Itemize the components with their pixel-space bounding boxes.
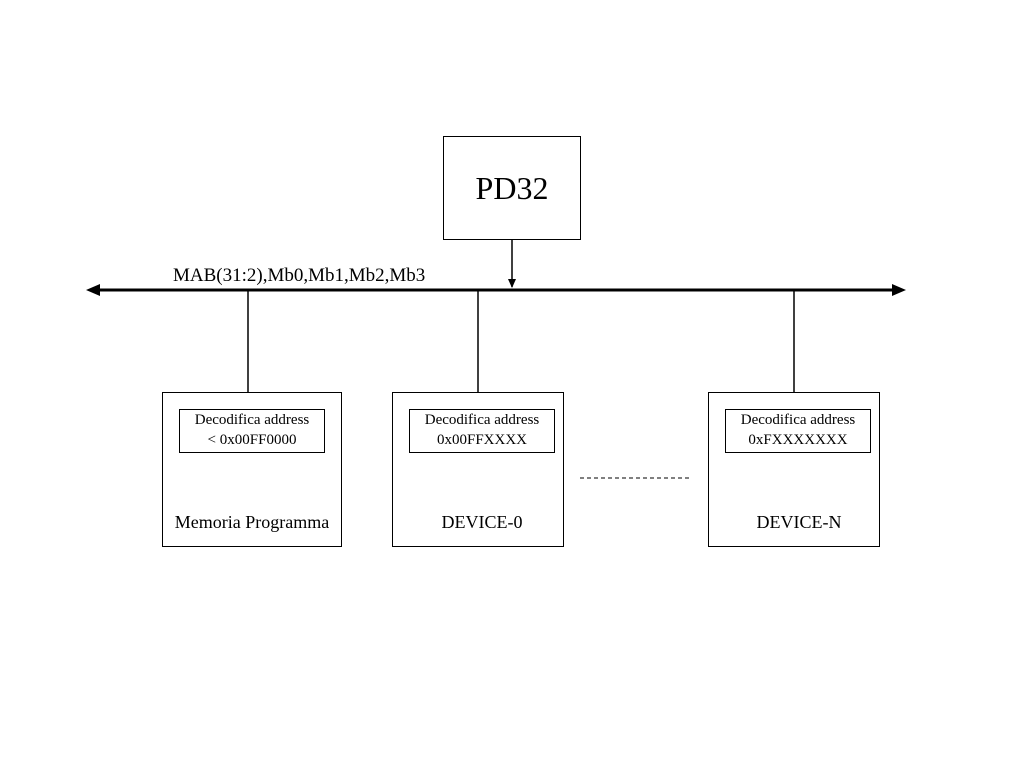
memory-unit-label: Memoria Programma bbox=[174, 512, 330, 532]
bus-label: MAB(31:2),Mb0,Mb1,Mb2,Mb3 bbox=[173, 265, 426, 286]
decoder-title: Decodifica address bbox=[740, 412, 856, 428]
device0-address-decoder: Decodifica address 0x00FFXXXX bbox=[409, 409, 555, 453]
decoder-range: 0xFXXXXXXX bbox=[748, 432, 848, 448]
device0-unit-label: DEVICE-0 bbox=[441, 512, 523, 532]
deviceN-address-decoder: Decodifica address 0xFXXXXXXX bbox=[725, 409, 871, 453]
bus-left-arrowhead bbox=[86, 284, 100, 296]
decoder-title: Decodifica address bbox=[194, 412, 310, 428]
decoder-title: Decodifica address bbox=[424, 412, 540, 428]
bus-right-arrowhead bbox=[892, 284, 906, 296]
cpu-label: PD32 bbox=[475, 169, 549, 206]
decoder-range: 0x00FFXXXX bbox=[436, 432, 527, 448]
decoder-range: < 0x00FF0000 bbox=[207, 432, 297, 448]
deviceN-unit-label: DEVICE-N bbox=[756, 512, 842, 532]
memory-address-decoder: Decodifica address < 0x00FF0000 bbox=[179, 409, 325, 453]
cpu-box: PD32 bbox=[443, 136, 581, 240]
